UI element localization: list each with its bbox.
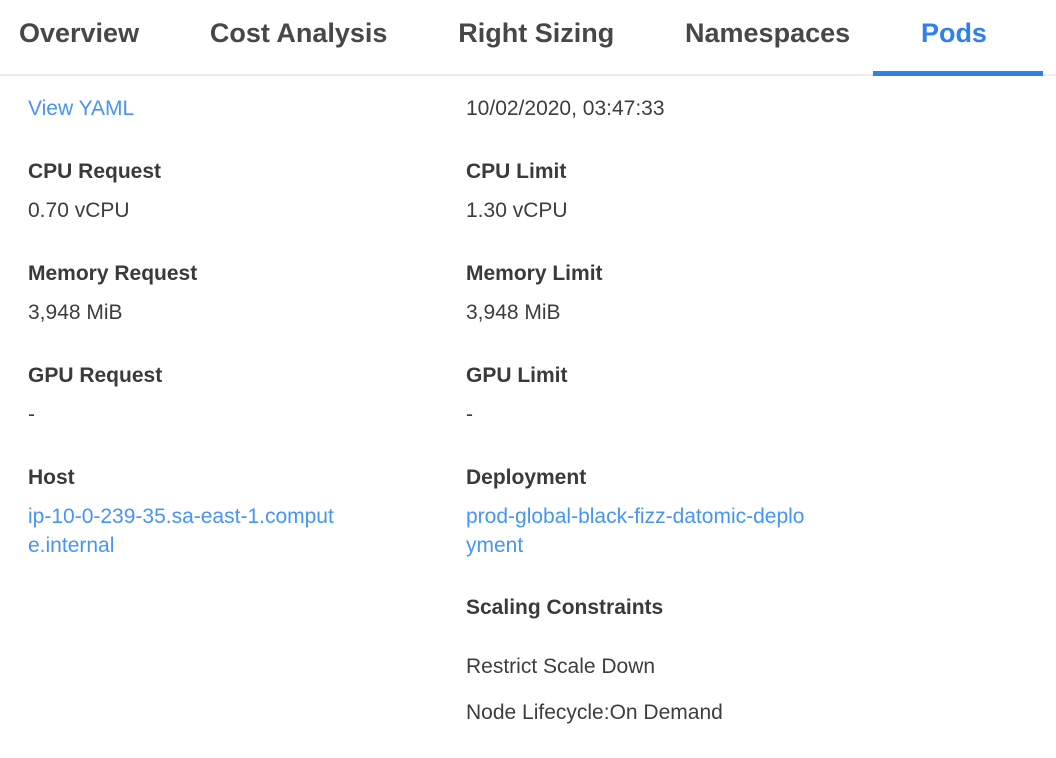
memory-limit-field: Memory Limit 3,948 MiB xyxy=(466,259,1056,327)
scaling-constraints-title: Scaling Constraints xyxy=(466,596,664,619)
memory-request-value: 3,948 MiB xyxy=(28,301,123,324)
gpu-request-field: GPU Request - xyxy=(28,361,466,429)
tab-right-sizing[interactable]: Right Sizing xyxy=(458,18,615,48)
cpu-limit-value: 1.30 vCPU xyxy=(466,199,568,222)
deployment-link[interactable]: prod-global-black-fizz-datomic-deploymen… xyxy=(466,505,805,557)
cpu-limit-field: CPU Limit 1.30 vCPU xyxy=(466,157,1056,225)
memory-request-field: Memory Request 3,948 MiB xyxy=(28,259,466,327)
details-right-column: 10/02/2020, 03:47:33 CPU Limit 1.30 vCPU… xyxy=(466,76,1056,727)
memory-limit-value: 3,948 MiB xyxy=(466,301,561,324)
memory-request-label: Memory Request xyxy=(28,262,198,285)
gpu-request-value: - xyxy=(28,403,35,426)
host-link[interactable]: ip-10-0-239-35.sa-east-1.compute.interna… xyxy=(28,505,334,557)
host-field: Host ip-10-0-239-35.sa-east-1.compute.in… xyxy=(28,463,466,560)
cpu-request-label: CPU Request xyxy=(28,160,162,183)
deployment-field: Deployment prod-global-black-fizz-datomi… xyxy=(466,463,1056,560)
cpu-limit-label: CPU Limit xyxy=(466,160,567,183)
gpu-limit-field: GPU Limit - xyxy=(466,361,1056,429)
timestamp: 10/02/2020, 03:47:33 xyxy=(466,97,665,120)
tab-namespaces[interactable]: Namespaces xyxy=(685,18,851,48)
tab-cost-analysis[interactable]: Cost Analysis xyxy=(209,18,388,48)
gpu-limit-value: - xyxy=(466,403,473,426)
tab-pods[interactable]: Pods xyxy=(872,0,1043,76)
tab-overview[interactable]: Overview xyxy=(19,18,140,48)
cpu-request-value: 0.70 vCPU xyxy=(28,199,130,222)
view-yaml-link[interactable]: View YAML xyxy=(28,97,135,120)
scaling-constraint-item: Restrict Scale Down xyxy=(466,655,656,678)
scaling-constraints-section: Scaling Constraints Restrict Scale Down … xyxy=(466,593,1056,727)
deployment-label: Deployment xyxy=(466,466,587,489)
gpu-limit-label: GPU Limit xyxy=(466,364,568,387)
cpu-request-field: CPU Request 0.70 vCPU xyxy=(28,157,466,225)
details-left-column: View YAML CPU Request 0.70 vCPU Memory R… xyxy=(28,76,466,560)
memory-limit-label: Memory Limit xyxy=(466,262,603,285)
pod-details-panel: View YAML CPU Request 0.70 vCPU Memory R… xyxy=(0,76,1056,727)
host-label: Host xyxy=(28,466,75,489)
gpu-request-label: GPU Request xyxy=(28,364,163,387)
scaling-constraint-item: Node Lifecycle:On Demand xyxy=(466,701,723,724)
tabs-bar: Overview Cost Analysis Right Sizing Name… xyxy=(0,0,1056,76)
